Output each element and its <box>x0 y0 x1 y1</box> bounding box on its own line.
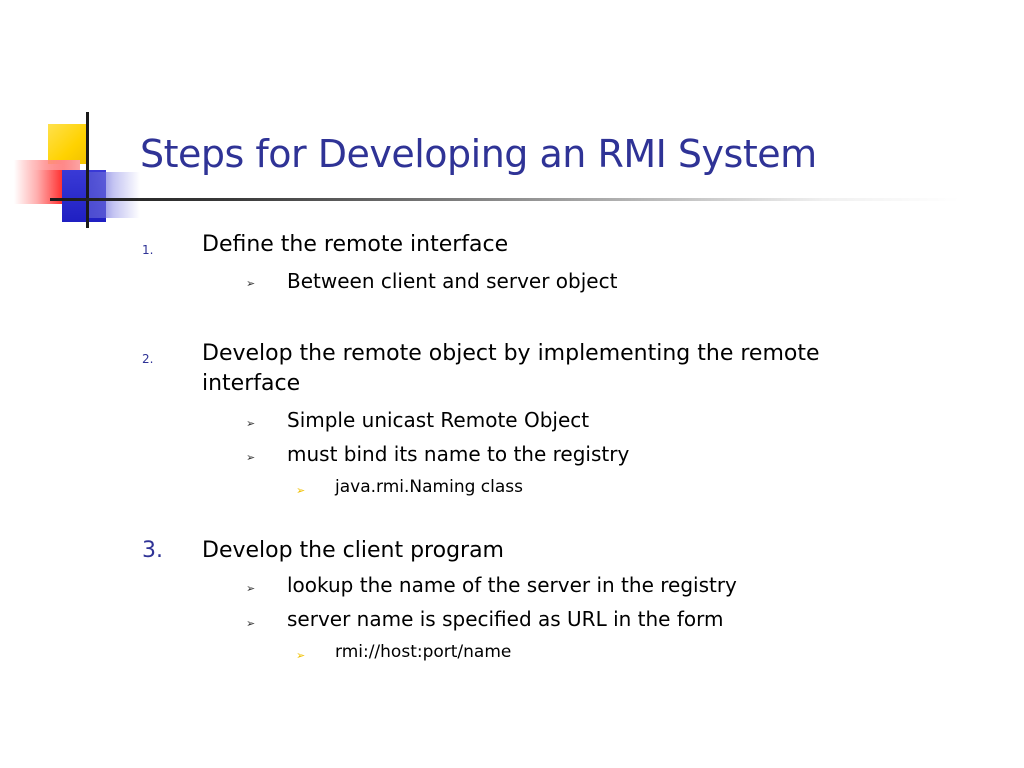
sub-bullet-text: Between client and server object <box>287 269 618 293</box>
arrow-bullet-icon: ➢ <box>246 617 256 630</box>
slide-title: Steps for Developing an RMI System <box>140 132 817 176</box>
decor-vertical-line <box>86 112 89 228</box>
decor-yellow-square <box>48 124 88 164</box>
step-text: Develop the client program <box>202 538 504 563</box>
decor-blue-fade <box>88 172 140 218</box>
subsub-bullet-text: java.rmi.Naming class <box>335 477 523 497</box>
sub-bullet-text: must bind its name to the registry <box>287 442 630 466</box>
sub-bullet-text: lookup the name of the server in the reg… <box>287 573 737 597</box>
subsub-bullet-text: rmi://host:port/name <box>335 642 512 662</box>
decor-red-highlight <box>14 160 80 170</box>
arrow-bullet-icon: ➢ <box>246 582 256 595</box>
step-text: Develop the remote object by implementin… <box>202 341 820 366</box>
arrow-bullet-icon: ➢ <box>296 484 306 497</box>
arrow-bullet-icon: ➢ <box>296 649 306 662</box>
step-number: 3. <box>142 538 163 563</box>
step-number: 1. <box>142 243 154 257</box>
step-text-continuation: interface <box>202 371 301 396</box>
arrow-bullet-icon: ➢ <box>246 417 256 430</box>
step-number: 2. <box>142 352 154 366</box>
sub-bullet-text: Simple unicast Remote Object <box>287 408 590 432</box>
arrow-bullet-icon: ➢ <box>246 277 256 290</box>
title-underline <box>50 198 960 201</box>
sub-bullet-text: server name is specified as URL in the f… <box>287 607 724 631</box>
step-text: Define the remote interface <box>202 232 509 257</box>
arrow-bullet-icon: ➢ <box>246 451 256 464</box>
